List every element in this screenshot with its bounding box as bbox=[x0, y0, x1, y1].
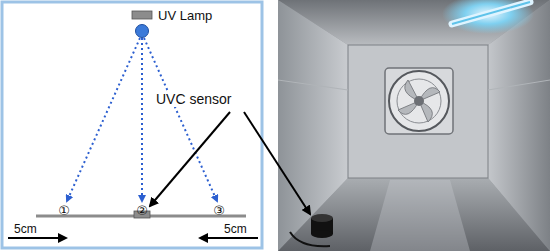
move-arrow bbox=[200, 237, 258, 239]
dimension-label: 5cm bbox=[224, 223, 247, 235]
sensor-label: UVC sensor bbox=[154, 91, 233, 107]
leader-line bbox=[244, 112, 310, 214]
lamp-bulb bbox=[136, 25, 149, 38]
panel-frame bbox=[2, 2, 262, 248]
photo bbox=[278, 0, 550, 251]
dimension-label: 5cm bbox=[14, 223, 37, 235]
lamp-holder bbox=[132, 11, 152, 19]
callout-number: ③ bbox=[213, 204, 225, 217]
uv-rays bbox=[67, 38, 217, 201]
leader-line bbox=[150, 112, 230, 206]
lamp-label: UV Lamp bbox=[158, 9, 212, 22]
callout-number: ② bbox=[136, 204, 148, 217]
move-arrow bbox=[8, 237, 66, 239]
callout-number: ① bbox=[58, 204, 70, 217]
